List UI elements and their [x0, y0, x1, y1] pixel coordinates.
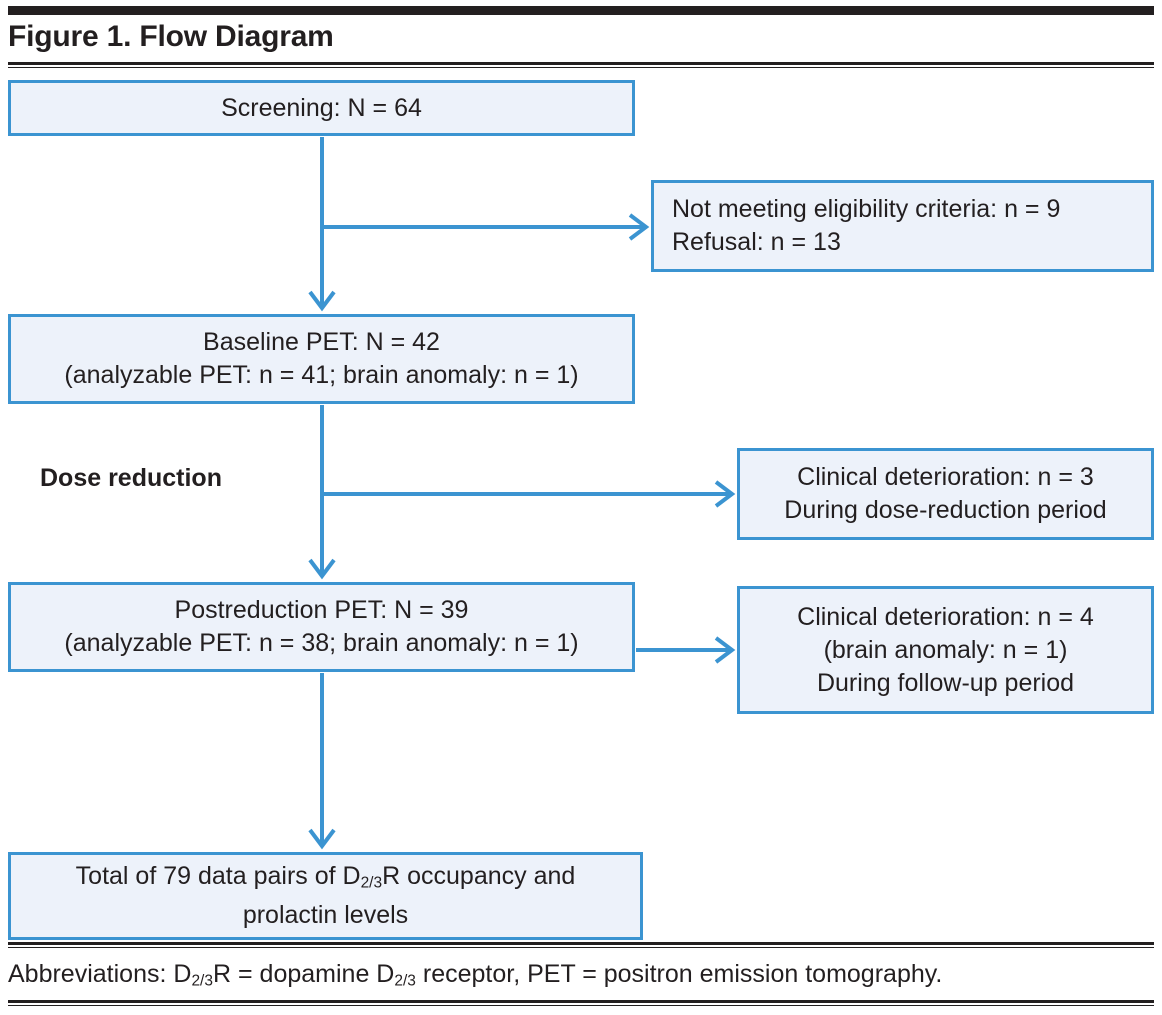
box-screening-line-1: Screening: N = 64 [221, 93, 422, 122]
dose-reduction-label: Dose reduction [40, 464, 222, 492]
arrowhead-exclusion [628, 213, 650, 241]
arrowhead-postreduction [308, 558, 336, 580]
arrowhead-total [308, 828, 336, 850]
box-clinical1-line-2: During dose-reduction period [784, 496, 1107, 524]
box-total-line-2: prolactin levels [242, 901, 409, 930]
box-baseline-pet: Baseline PET: N = 42 (analyzable PET: n … [8, 314, 635, 404]
figure-title: Figure 1. Flow Diagram [8, 20, 334, 53]
box-total-line-1-post: R occupancy and [382, 861, 576, 890]
box-clinical2-line-2: (brain anomaly: n = 1) [823, 635, 1068, 664]
footer-rule-thick [8, 942, 1154, 945]
box-exclusion: Not meeting eligibility criteria: n = 9 … [651, 180, 1154, 272]
arrowhead-clinical1 [714, 480, 736, 508]
box-baseline-line-2: (analyzable PET: n = 41; brain anomaly: … [64, 361, 579, 389]
box-exclusion-line-2: Refusal: n = 13 [672, 228, 841, 256]
box-postreduction-line-1: Postreduction PET: N = 39 [174, 596, 469, 624]
abbreviations-note: Abbreviations: D2/3R = dopamine D2/3 rec… [8, 960, 943, 990]
title-rule-thick [8, 62, 1154, 65]
box-clinical1-line-1: Clinical deterioration: n = 3 [797, 463, 1094, 491]
box-postreduction-pet: Postreduction PET: N = 39 (analyzable PE… [8, 582, 635, 672]
box-total-line-1-pre: Total of 79 data pairs of D [75, 861, 361, 890]
box-total-data-pairs: Total of 79 data pairs of D2/3R occupanc… [8, 852, 643, 940]
box-total-line-1: Total of 79 data pairs of D2/3R occupanc… [76, 860, 576, 899]
box-clinical-deterioration-dose-reduction: Clinical deterioration: n = 3 During dos… [737, 448, 1154, 540]
box-clinical2-line-3: During follow-up period [816, 668, 1075, 697]
box-clinical-deterioration-followup: Clinical deterioration: n = 4 (brain ano… [737, 586, 1154, 714]
bottom-rule-thin [8, 1005, 1154, 1006]
box-baseline-line-1: Baseline PET: N = 42 [203, 328, 440, 356]
arrowhead-baseline [308, 290, 336, 312]
footer-rule-thin [8, 947, 1154, 948]
box-screening: Screening: N = 64 [8, 80, 635, 136]
top-rule [8, 6, 1154, 15]
arrowhead-clinical2 [714, 636, 736, 664]
title-rule-thin [8, 67, 1154, 68]
box-postreduction-line-2: (analyzable PET: n = 38; brain anomaly: … [64, 629, 579, 657]
box-total-subscript: 2/3 [360, 874, 383, 892]
box-exclusion-line-1: Not meeting eligibility criteria: n = 9 [672, 195, 1061, 223]
box-clinical2-line-1: Clinical deterioration: n = 4 [797, 602, 1094, 631]
bottom-rule-thick [8, 1000, 1154, 1003]
